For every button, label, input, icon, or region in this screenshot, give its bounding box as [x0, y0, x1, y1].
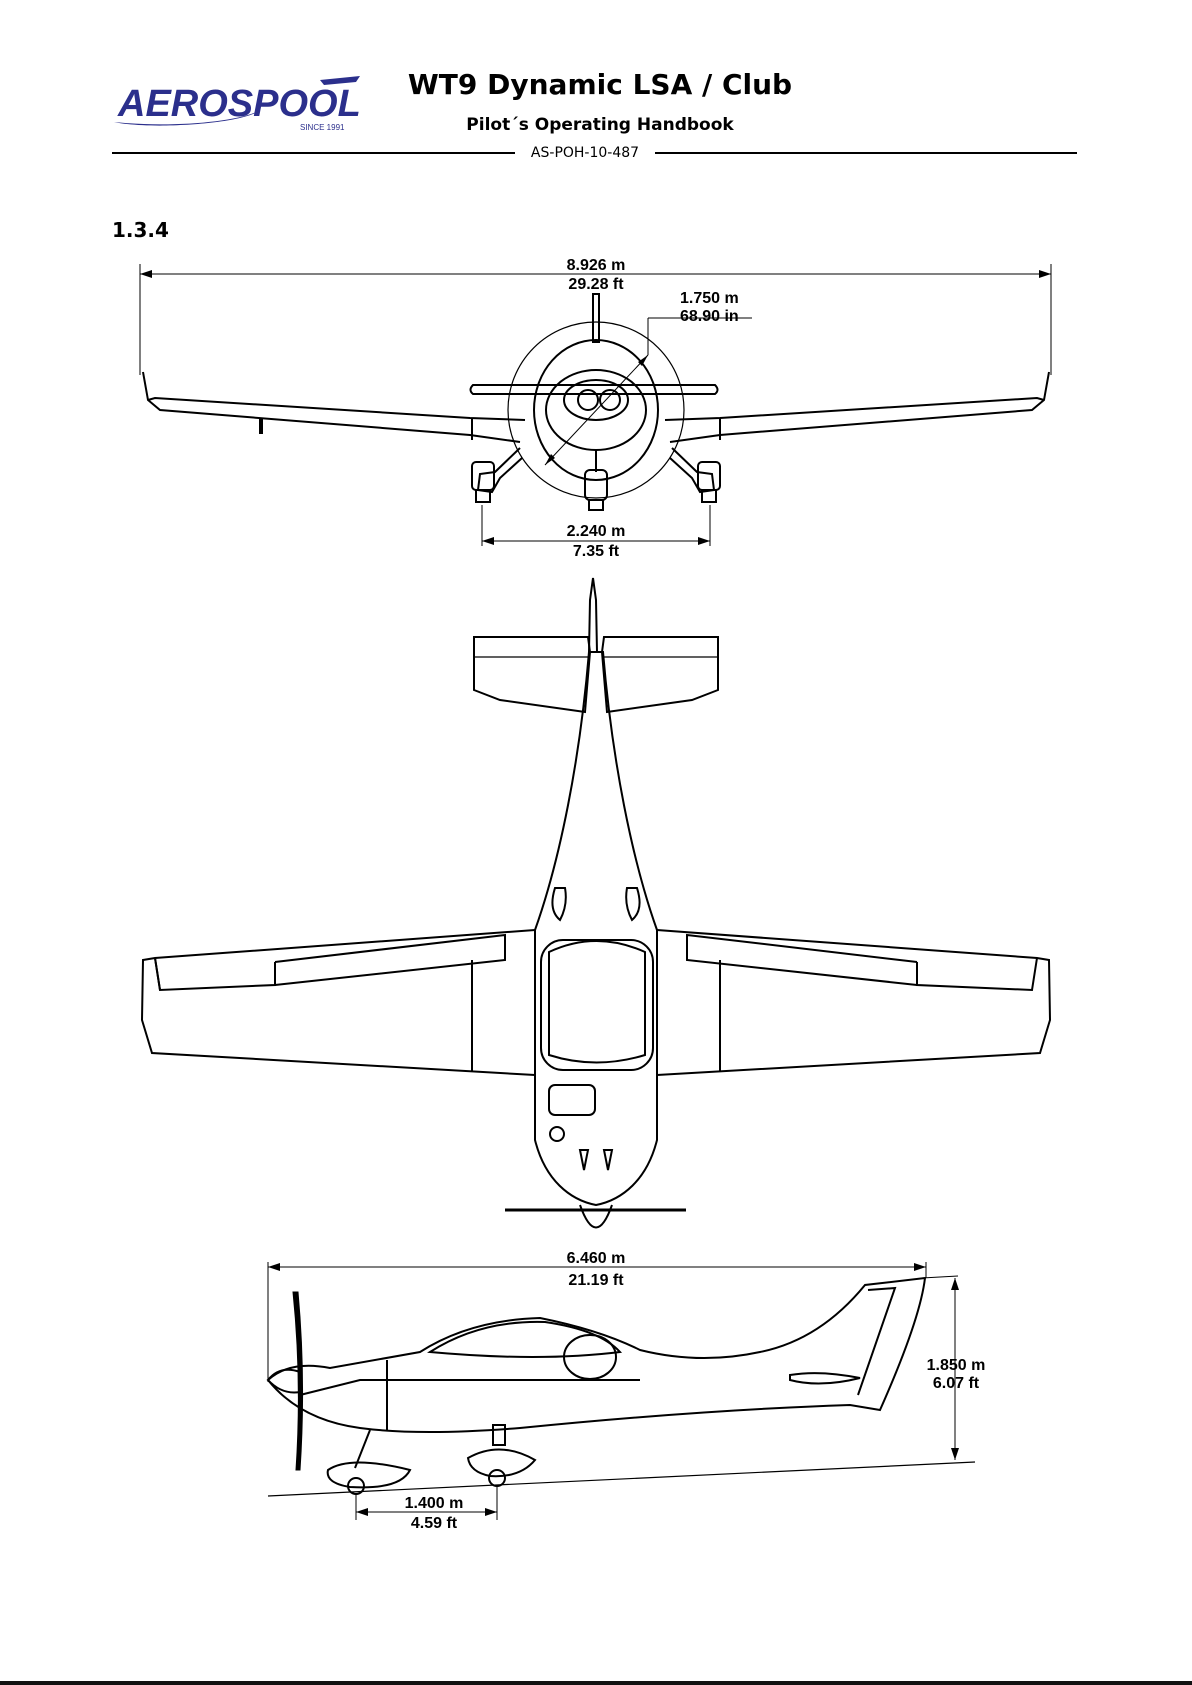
wheelbase-ft-label: 4.59 ft — [411, 1515, 458, 1532]
prop-diameter-m-label: 1.750 m — [680, 290, 739, 307]
track-ft-label: 7.35 ft — [573, 543, 620, 560]
height-m-label: 1.850 m — [927, 1357, 986, 1374]
page-bottom-edge — [0, 1681, 1192, 1685]
height-ft-label: 6.07 ft — [933, 1375, 980, 1392]
side-view — [268, 1262, 975, 1520]
length-ft-label: 21.19 ft — [568, 1272, 624, 1289]
top-view — [142, 578, 1050, 1228]
wheelbase-m-label: 1.400 m — [405, 1495, 464, 1512]
prop-diameter-in-label: 68.90 in — [680, 308, 739, 325]
wingspan-ft-label: 29.28 ft — [568, 276, 624, 293]
length-m-label: 6.460 m — [567, 1250, 626, 1267]
track-m-label: 2.240 m — [567, 523, 626, 540]
wingspan-m-label: 8.926 m — [567, 257, 626, 274]
front-view — [140, 264, 1051, 546]
